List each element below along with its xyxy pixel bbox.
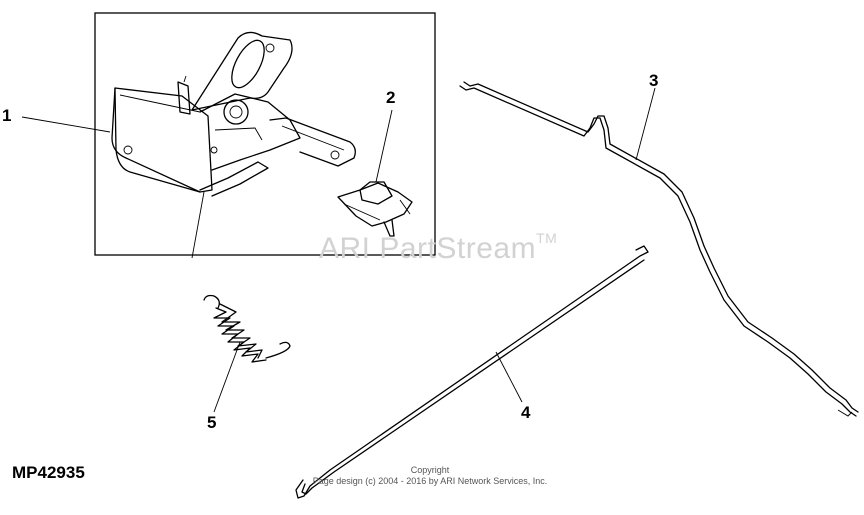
callout-1: 1: [2, 106, 12, 125]
callout-3: 3: [649, 71, 659, 90]
leader-line-2: [375, 109, 393, 183]
callout-4: 4: [521, 403, 531, 422]
callout-5: 5: [207, 413, 217, 432]
figure-id: MP42935: [12, 463, 85, 482]
rod-part-4[interactable]: [295, 245, 649, 499]
spring-part-5[interactable]: [203, 294, 291, 363]
leader-line-5: [213, 341, 241, 413]
leader-line-1b: [191, 191, 205, 259]
copyright-notice: Copyright Page design (c) 2004 - 2016 by…: [300, 465, 560, 487]
watermark-text: ARI PartStream: [319, 232, 537, 265]
inset-frame: [94, 12, 436, 256]
leader-line-3: [635, 87, 656, 161]
watermark: ARI PartStreamTM: [319, 230, 558, 266]
leader-line-1a: [21, 116, 111, 133]
control-bracket-part-1[interactable]: [111, 31, 356, 197]
leader-line-4: [495, 351, 523, 403]
clip-part-2[interactable]: [337, 181, 413, 237]
callout-2: 2: [386, 88, 396, 107]
rod-part-3[interactable]: [459, 81, 859, 417]
copyright-line-2: Page design (c) 2004 - 2016 by ARI Netwo…: [312, 476, 548, 486]
copyright-line-1: Copyright: [410, 465, 450, 475]
trademark-mark: TM: [536, 230, 558, 246]
